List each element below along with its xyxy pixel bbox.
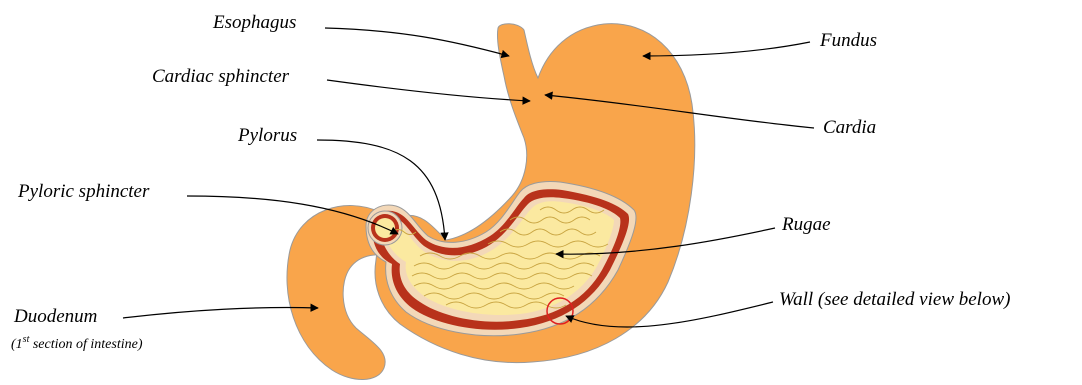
label-wall: Wall (see detailed view below) xyxy=(779,289,1010,310)
label-cardiac-sphincter: Cardiac sphincter xyxy=(152,66,290,87)
label-cardia: Cardia xyxy=(823,117,876,138)
label-pyloric-sphincter: Pyloric sphincter xyxy=(17,181,150,202)
leader-cardiac-sphincter xyxy=(327,80,530,101)
leader-esophagus xyxy=(325,28,509,56)
label-duodenum: Duodenum xyxy=(13,306,97,327)
leader-duodenum xyxy=(123,307,318,318)
label-pylorus: Pylorus xyxy=(237,125,297,146)
label-fundus: Fundus xyxy=(819,30,877,51)
label-duodenum-note: (1st section of intestine) xyxy=(11,334,143,352)
label-rugae: Rugae xyxy=(781,214,831,235)
label-esophagus: Esophagus xyxy=(212,12,296,33)
